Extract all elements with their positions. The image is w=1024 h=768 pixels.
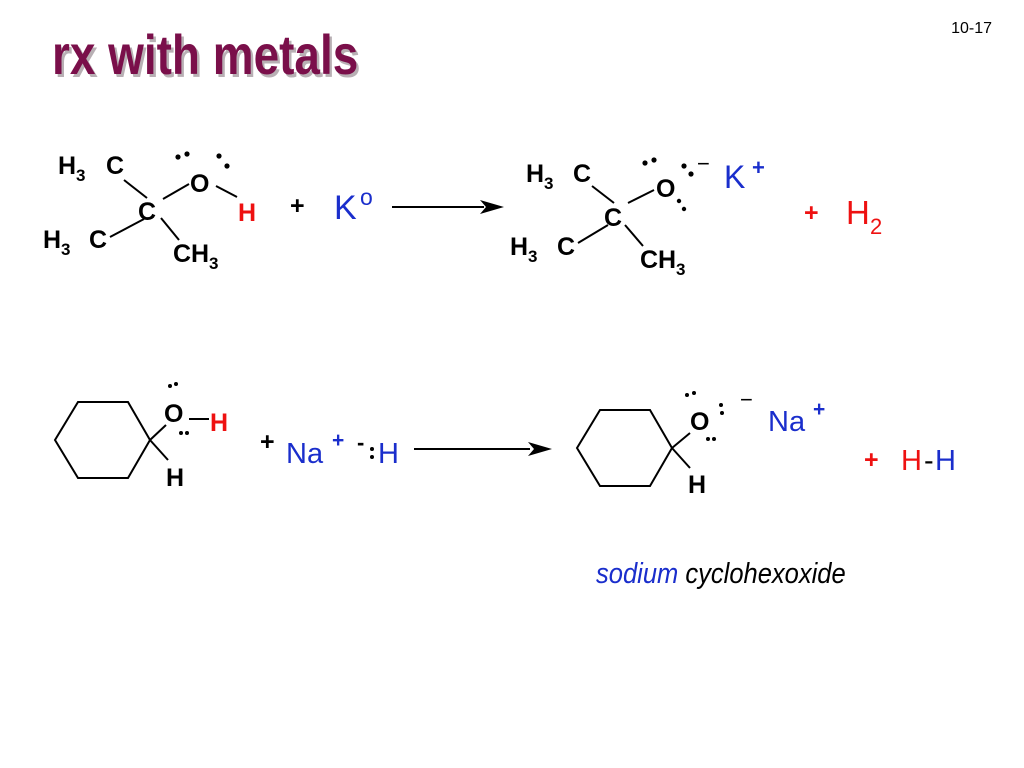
bond [671, 432, 691, 449]
cyclohexane-ring [575, 409, 674, 487]
oxygen-atom: O [656, 175, 675, 203]
bond [215, 185, 238, 198]
methyl-subscript: 3 [61, 240, 70, 259]
hydrogen-atom-blue: H [935, 445, 956, 477]
arrow-head [480, 200, 504, 214]
reaction1-reactant: H 3 C C O H H 3 C C H 3 [43, 151, 256, 273]
methyl-subscript: 3 [676, 260, 685, 279]
oxygen-atom: O [190, 170, 209, 198]
cyclohexane-ring [53, 401, 152, 479]
bond [624, 224, 644, 247]
lone-pair-dot [179, 431, 183, 435]
hydrogen-atom-red: H [901, 445, 922, 477]
counterion-charge: + [813, 398, 825, 421]
bond [627, 189, 655, 204]
lone-pair-dot [706, 437, 710, 441]
hydrogen-gas: H [846, 194, 870, 231]
central-carbon: C [138, 198, 156, 226]
slide-title: rx with metals [52, 23, 359, 86]
bond [577, 224, 609, 244]
lone-pair-dot [370, 455, 374, 459]
acidic-hydrogen: H [238, 199, 256, 227]
bond [162, 183, 190, 200]
arrow-head [528, 442, 552, 456]
lone-pair-dot [185, 431, 189, 435]
methyl-h: H [658, 246, 676, 274]
counterion-charge: + [752, 155, 765, 180]
lone-pair-dot [720, 411, 724, 415]
methyl-subscript: 3 [209, 254, 218, 273]
methyl-subscript: 3 [528, 247, 537, 266]
methyl-subscript: 3 [76, 166, 85, 185]
methyl-h: H [526, 160, 544, 188]
byproduct-plus: + [864, 446, 879, 474]
hydrogen-subscript: 2 [870, 214, 882, 239]
lone-pair-dot [712, 437, 716, 441]
methyl-c: C [640, 246, 658, 274]
central-carbon: C [604, 204, 622, 232]
hydride-anion: H [378, 438, 399, 470]
bond [123, 179, 148, 199]
methyl-c: C [106, 152, 124, 180]
lone-pair-dot [681, 206, 687, 212]
bond [149, 439, 169, 461]
ring-hydrogen: H [166, 464, 184, 492]
bond [591, 185, 615, 204]
lone-pair-dot [370, 447, 374, 451]
lone-pair-dot [681, 163, 687, 169]
lone-pair-dot [651, 157, 657, 163]
lone-pair-dot [676, 198, 682, 204]
bond [109, 218, 145, 238]
byproduct-plus: + [804, 199, 819, 227]
reaction2-product: O − H [575, 387, 753, 499]
bond [160, 217, 180, 241]
reaction1-product: H 3 C C O − H 3 C C H 3 [510, 151, 710, 279]
product-caption: sodium cyclohexoxide [596, 558, 846, 591]
methyl-h: H [510, 233, 528, 261]
bond-dash: - [924, 445, 934, 477]
lone-pair-dot [685, 393, 689, 397]
lone-pair-dot [688, 171, 694, 177]
methyl-h: H [43, 226, 61, 254]
hydride-charge: - [357, 430, 364, 455]
lone-pair-dot [224, 163, 230, 169]
lone-pair-dot [168, 384, 172, 388]
methyl-subscript: 3 [544, 174, 553, 193]
plus-sign: + [290, 192, 305, 220]
oxygen-atom: O [690, 408, 709, 436]
potassium-reagent: K [334, 189, 357, 227]
methyl-c: C [573, 160, 591, 188]
bond [671, 447, 691, 469]
oxygen-atom: O [164, 400, 183, 428]
lone-pair-dot [719, 403, 723, 407]
lone-pair-dot [692, 391, 696, 395]
negative-charge: − [740, 387, 753, 412]
lone-pair-dot [184, 151, 190, 157]
methyl-c: C [557, 233, 575, 261]
caption-cyclohexoxide: cyclohexoxide [685, 558, 846, 590]
potassium-superscript: o [360, 184, 373, 210]
methyl-h: H [191, 240, 209, 268]
bond [149, 424, 167, 441]
slide-number: 10-17 [951, 20, 992, 37]
lone-pair-dot [175, 154, 181, 160]
reaction2-reactant: O H H [53, 382, 228, 492]
sodium-counterion: Na [768, 406, 806, 438]
ring-hydrogen: H [688, 471, 706, 499]
plus-sign: + [260, 428, 275, 456]
negative-charge: − [697, 151, 710, 176]
acidic-hydrogen: H [210, 409, 228, 437]
methyl-h: H [58, 152, 76, 180]
methyl-c: C [173, 240, 191, 268]
cation-charge: + [332, 429, 344, 452]
methyl-c: C [89, 226, 107, 254]
potassium-counterion: K [724, 159, 745, 195]
lone-pair-dot [174, 382, 178, 386]
sodium-cation: Na [286, 438, 324, 470]
lone-pair-dot [642, 160, 648, 166]
caption-sodium: sodium [596, 558, 679, 590]
lone-pair-dot [216, 153, 222, 159]
